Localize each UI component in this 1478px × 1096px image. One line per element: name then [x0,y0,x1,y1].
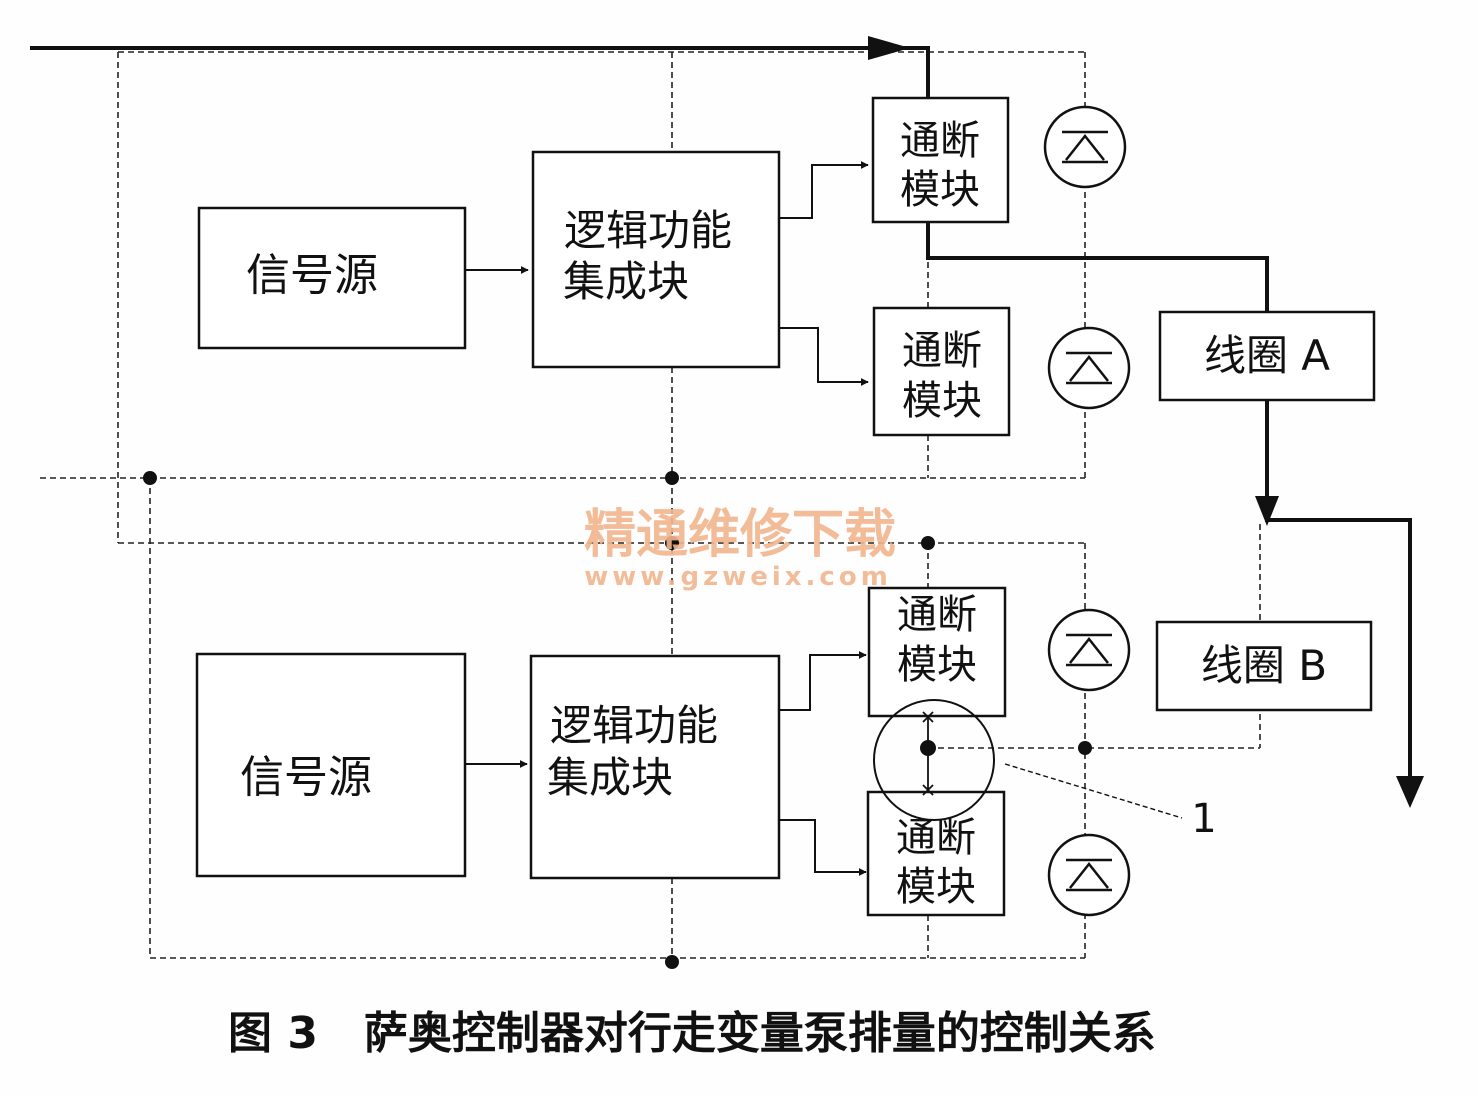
outlet-arrowhead [1396,776,1424,808]
figure-caption: 图 3 萨奥控制器对行走变量泵排量的控制关系 [228,1008,1156,1059]
logic-ic-lower: 逻辑功能 集成块 [529,654,781,880]
logic-ic-lower-label-2: 集成块 [547,753,673,802]
signal-source-upper: 信号源 [197,206,467,350]
junction-dots [143,471,1092,969]
coil-a: 线圈 A [1158,310,1376,402]
signal-source-lower: 信号源 [195,652,467,878]
switch-module-upper-1: 通断 模块 [871,96,1010,224]
signal-source-lower-label: 信号源 [240,752,372,803]
diode-icon [1047,608,1131,692]
switch-module-lower-2-label-1: 通断 [896,815,976,861]
switch-module-upper-2-label-2: 模块 [902,378,982,424]
signal-source-upper-label: 信号源 [246,250,378,301]
callout-1: 1 [873,699,1217,842]
switch-module-upper-1-label-1: 通断 [900,118,980,164]
diode-icon [1047,833,1131,917]
callout-1-label: 1 [1191,796,1216,842]
logic-ic-upper-label-1: 逻辑功能 [564,206,732,255]
main-current-path [30,46,1412,800]
watermark-url: www.gzweix.com [584,562,892,592]
switch-module-lower-1: 通断 模块 [867,586,1007,718]
logic-ic-upper-label-2: 集成块 [563,257,689,306]
lower-controller: 信号源 逻辑功能 集成块 通断 模块 通断 模块 [195,586,1131,917]
watermark: 精通维修下载 www.gzweix.com [584,505,896,592]
coil-a-label: 线圈 A [1204,331,1330,380]
upper-controller: 信号源 逻辑功能 集成块 通断 模块 通断 模块 [197,96,1131,437]
switch-module-upper-1-label-2: 模块 [900,167,980,213]
switch-module-lower-2: 通断 模块 [866,790,1006,917]
switch-module-lower-1-label-1: 通断 [897,592,977,638]
switch-module-upper-2-label-1: 通断 [902,328,982,374]
signal-arrows [465,161,869,876]
logic-ic-upper: 逻辑功能 集成块 [531,150,781,369]
coil-b: 线圈 B [1155,620,1373,712]
switch-module-lower-2-label-2: 模块 [896,864,976,910]
diode-icon [1043,105,1127,189]
switch-module-lower-1-label-2: 模块 [897,642,977,688]
coil-a-output-arrowhead [1255,496,1279,526]
logic-ic-lower-label-1: 逻辑功能 [550,701,718,750]
switch-module-upper-2: 通断 模块 [872,306,1011,437]
supply-arrowhead [868,36,910,60]
diode-icon [1047,326,1131,410]
watermark-title: 精通维修下载 [584,505,896,565]
coil-b-label: 线圈 B [1201,641,1327,690]
